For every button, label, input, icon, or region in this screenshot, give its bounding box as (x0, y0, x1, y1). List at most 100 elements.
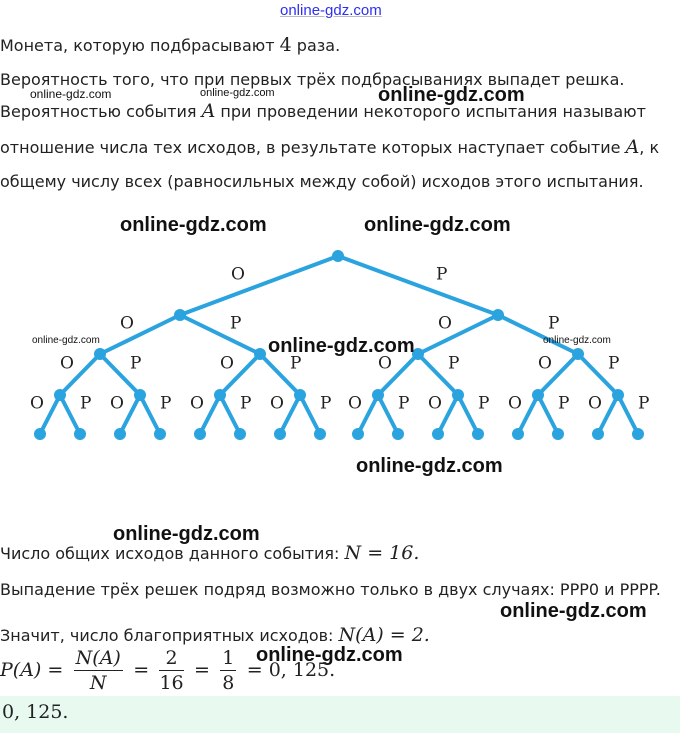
label-o: O (428, 394, 442, 414)
tree-edge (376, 352, 420, 397)
label-p: P (160, 394, 171, 414)
fraction: N(A)N (73, 646, 123, 695)
tree-node (632, 428, 644, 440)
tree-edge (536, 394, 560, 435)
tree-node (412, 348, 424, 360)
label-p: P (558, 394, 569, 414)
label-p: P (130, 354, 141, 374)
math-number: 4 (279, 34, 292, 56)
question-line: Вероятность того, что при первых трёх по… (0, 70, 625, 89)
tree-node (34, 428, 46, 440)
equals: = (194, 659, 210, 681)
tree-node (314, 428, 326, 440)
tree-node (432, 428, 444, 440)
watermark: online-gdz.com (120, 214, 267, 236)
equals: = (133, 659, 150, 681)
watermark-top: online-gdz.com (280, 2, 382, 19)
tree-node (54, 389, 66, 401)
tree-edge (356, 394, 380, 435)
tree-edge (179, 254, 339, 317)
tree-node (612, 389, 624, 401)
text-fragment: Вероятностью события (0, 102, 202, 121)
watermark: online-gdz.com (30, 87, 112, 101)
tree-edge (38, 394, 62, 435)
tree-node (114, 428, 126, 440)
definition-line-1: Вероятностью события A при проведении не… (0, 100, 646, 122)
text-fragment: раза. (291, 36, 341, 55)
label-o: O (348, 394, 362, 414)
tree-edge (218, 394, 242, 435)
label-p: P (436, 265, 447, 285)
tree-edge (337, 254, 499, 317)
denominator: 8 (222, 672, 235, 694)
text-fragment: при проведении некоторого испытания назы… (215, 102, 646, 121)
tree-node (572, 348, 584, 360)
label-p: P (240, 394, 251, 414)
label-p: P (608, 354, 619, 374)
tree-node (74, 428, 86, 440)
tree-edge (497, 313, 579, 356)
label-o: O (231, 265, 245, 285)
label-p: P (80, 394, 91, 414)
tree-node (372, 389, 384, 401)
tree-edge (576, 352, 620, 397)
result: = 0, 125. (246, 659, 336, 681)
label-p: P (548, 314, 559, 334)
label-o: O (438, 314, 452, 334)
math-var: A (625, 136, 640, 158)
problem-statement: Монета, которую подбрасывают 4 раза. (0, 34, 340, 56)
total-outcomes-line: Число общих исходов данного события: N =… (0, 542, 419, 564)
text-fragment: , к (639, 138, 660, 157)
tree-node (352, 428, 364, 440)
watermark: online-gdz.com (113, 523, 260, 545)
label-o: O (190, 394, 204, 414)
label-o: O (508, 394, 522, 414)
label-p: P (448, 354, 459, 374)
label-p: P (320, 394, 331, 414)
label-o: O (60, 354, 74, 374)
label-o: O (538, 354, 552, 374)
tree-edge (596, 394, 620, 435)
watermark: online-gdz.com (200, 87, 275, 99)
definition-line-3: общему числу всех (равносильных между со… (0, 172, 644, 191)
label-o: O (220, 354, 234, 374)
answer-value: 0, 125. (2, 701, 69, 723)
tree-edge (179, 313, 261, 356)
tree-node (294, 389, 306, 401)
tree-edge (138, 394, 162, 435)
label-p: P (638, 394, 649, 414)
watermark: online-gdz.com (32, 335, 100, 346)
label-o: O (270, 394, 284, 414)
tree-node (214, 389, 226, 401)
denominator: N (89, 672, 107, 694)
tree-node (552, 428, 564, 440)
math-expression: N(A) = 2. (338, 624, 430, 646)
tree-node (492, 309, 504, 321)
tree-edge (58, 352, 102, 397)
tree-node (332, 250, 344, 262)
math-var: A (201, 100, 216, 122)
tree-edge (278, 394, 302, 435)
numerator: N(A) (73, 647, 123, 671)
tree-edge (516, 394, 540, 435)
tree-node (512, 428, 524, 440)
text-fragment: Значит, число благоприятных исходов: (0, 626, 339, 645)
watermark: online-gdz.com (356, 455, 503, 477)
tree-node (592, 428, 604, 440)
label-o: O (588, 394, 602, 414)
label-o: O (120, 314, 134, 334)
tree-node (174, 309, 186, 321)
tree-edge (218, 352, 262, 397)
tree-node (532, 389, 544, 401)
tree-node (392, 428, 404, 440)
tree-edge (258, 352, 302, 397)
tree-edge (99, 313, 181, 356)
tree-edge (118, 394, 142, 435)
formula-lhs: P(A) = (0, 659, 64, 681)
label-o: O (378, 354, 392, 374)
